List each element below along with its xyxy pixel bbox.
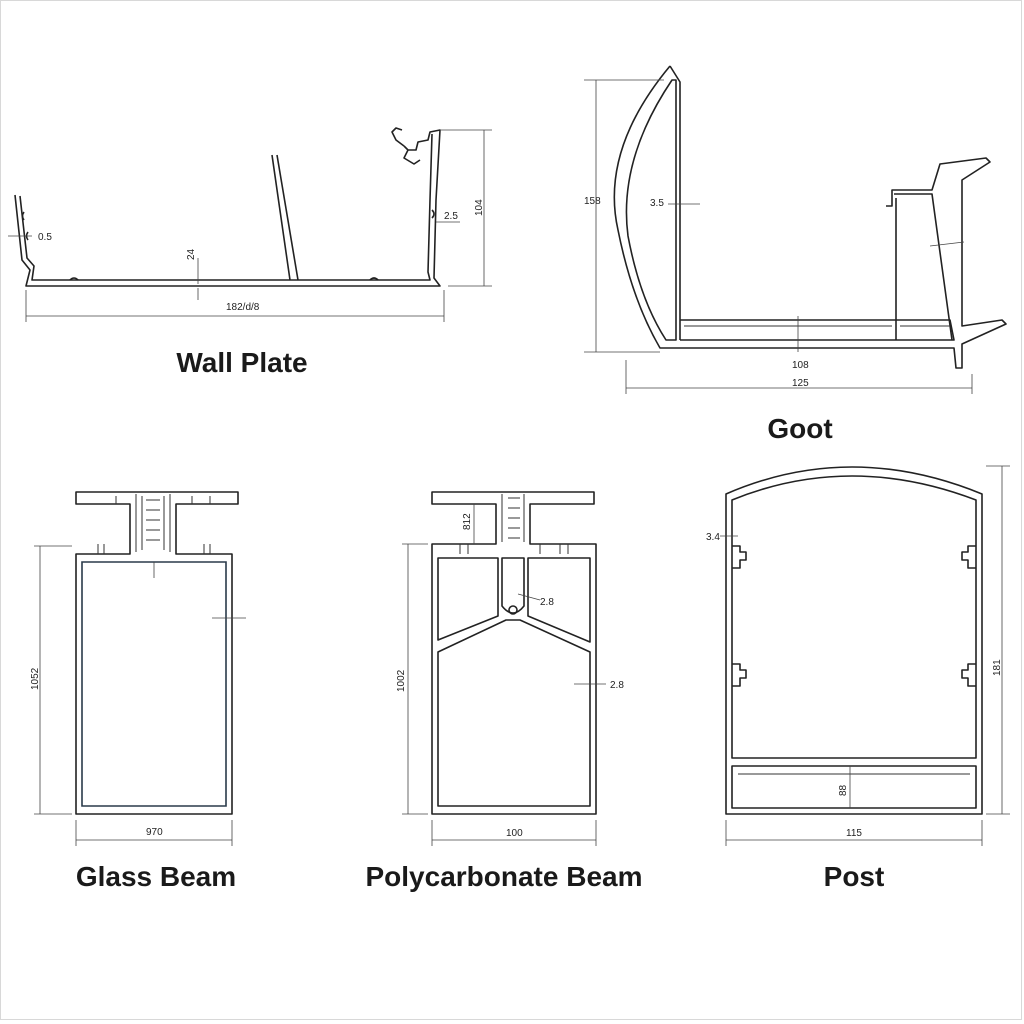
polycarbonate-beam-wall-b-label: 2.8: [610, 680, 624, 691]
glass-beam-width-label: 970: [146, 827, 163, 838]
wall-plate-title: Wall Plate: [176, 347, 307, 378]
goot-wall-label: 3.5: [650, 198, 664, 209]
wall-plate-thickness-label: 0.5: [38, 232, 52, 243]
goot-height-label: 158: [584, 196, 601, 207]
post-height-label: 181: [992, 659, 1003, 676]
post-title: Post: [824, 861, 885, 892]
wall-plate-inner-height-label: 24: [186, 248, 197, 260]
wall-plate-dimensions: 0.5 24 182/d/8 2.5 104: [8, 129, 492, 322]
post-wall-label: 3.4: [706, 532, 720, 543]
post-width-label: 115: [846, 828, 862, 839]
post-lower-label: 88: [838, 784, 849, 796]
wall-plate-height-label: 104: [474, 199, 485, 216]
wall-plate-width-label: 182/d/8: [226, 302, 260, 313]
post-profile: [725, 466, 983, 815]
post-dimensions: 3.4 181 88 115: [706, 465, 1010, 846]
wall-plate-profile: [14, 127, 441, 287]
polycarbonate-beam-top-label: 812: [462, 513, 473, 530]
glass-beam-height-label: 1052: [30, 667, 41, 690]
polycarbonate-beam-wall-a-label: 2.8: [540, 597, 554, 608]
polycarbonate-beam-width-label: 100: [506, 828, 523, 839]
polycarbonate-beam-profile: [431, 491, 597, 815]
goot-profile: [613, 65, 1007, 369]
goot-inner-width-label: 108: [792, 360, 809, 371]
glass-beam-profile: [75, 491, 239, 815]
glass-beam-title: Glass Beam: [76, 861, 236, 892]
goot-width-label: 125: [792, 378, 809, 389]
goot-title: Goot: [767, 413, 832, 444]
wall-plate-wall-label: 2.5: [444, 211, 458, 222]
glass-beam-dimensions: 1052 970: [30, 545, 246, 846]
goot-dimensions: 158 3.5 108 125: [584, 79, 973, 394]
polycarbonate-beam-title: Polycarbonate Beam: [366, 861, 643, 892]
polycarbonate-beam-dimensions: 1002 812 2.8 2.8 100: [396, 504, 624, 846]
polycarbonate-beam-height-label: 1002: [396, 669, 407, 692]
